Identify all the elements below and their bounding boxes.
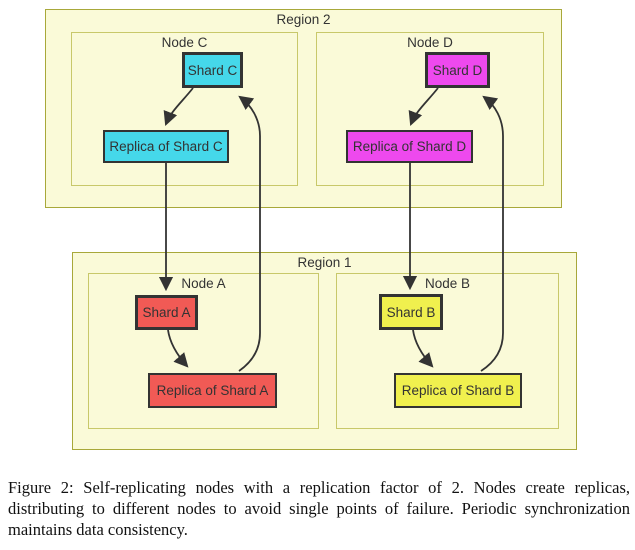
- shard-a-box: Shard A: [135, 295, 198, 330]
- node-d-label: Node D: [407, 35, 453, 50]
- node-c-label: Node C: [161, 35, 208, 50]
- replica-of-shard-a-box: Replica of Shard A: [148, 373, 277, 408]
- node-a: Node A: [88, 273, 319, 429]
- shard-c-box: Shard C: [182, 52, 243, 88]
- replica-of-shard-b-box: Replica of Shard B: [394, 373, 522, 408]
- region-1-label: Region 1: [297, 255, 352, 270]
- shard-d-box: Shard D: [425, 52, 490, 88]
- region-2-label: Region 2: [276, 12, 331, 27]
- shard-b-box: Shard B: [379, 294, 443, 330]
- replica-of-shard-c-box: Replica of Shard C: [103, 130, 229, 163]
- figure-caption: Figure 2: Self-replicating nodes with a …: [8, 478, 630, 539]
- node-b-label: Node B: [424, 276, 471, 291]
- replica-of-shard-d-box: Replica of Shard D: [346, 130, 473, 163]
- node-a-label: Node A: [181, 276, 226, 291]
